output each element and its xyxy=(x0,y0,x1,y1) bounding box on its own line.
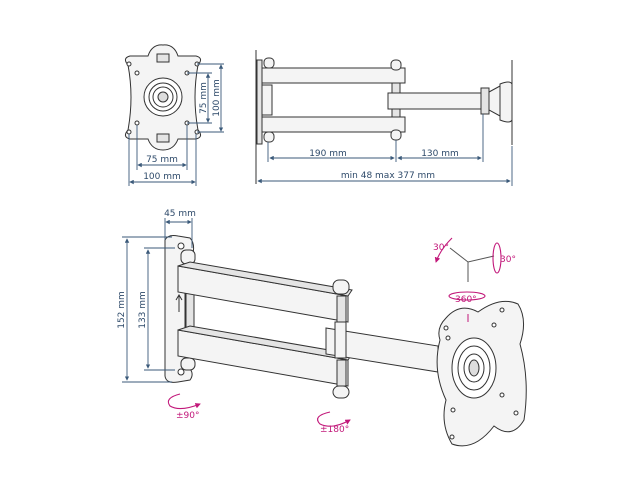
perspective-dimensions: 45 mm 152 mm 133 mm xyxy=(117,209,196,383)
dim-152: 152 mm xyxy=(117,291,127,329)
dim-45: 45 mm xyxy=(164,209,196,219)
rotate-180-icon xyxy=(317,411,351,427)
tilt-left-icon xyxy=(434,237,453,263)
dim-133: 133 mm xyxy=(138,291,148,329)
swivel-label: 360° xyxy=(455,295,477,305)
dim-100-vertical: 100 mm xyxy=(212,79,222,117)
dim-total: min 48 max 377 mm xyxy=(341,171,435,181)
swivel-icon xyxy=(448,291,486,301)
rotate-90-icon xyxy=(167,393,201,410)
dim-75-vertical: 75 mm xyxy=(199,82,209,114)
dim-190: 190 mm xyxy=(309,149,347,159)
dim-75-horizontal: 75 mm xyxy=(146,155,178,165)
tilt-right-icon xyxy=(492,242,502,274)
dim-100-horizontal: 100 mm xyxy=(143,172,181,182)
rot-wall-label: ±90° xyxy=(176,411,200,421)
vesa-dimensions: 75 mm 100 mm 75 mm 100 mm xyxy=(128,63,224,186)
rotation-indicators: ±90° ±180° 30° 30° 360° xyxy=(167,237,516,435)
side-dimensions: 190 mm 130 mm min 48 max 377 mm xyxy=(257,114,513,186)
dim-130: 130 mm xyxy=(421,149,459,159)
tilt-left-label: 30° xyxy=(433,243,449,253)
vesa-plate-front-view xyxy=(124,44,202,151)
tilt-right-label: 30° xyxy=(500,255,516,265)
rot-arm-label: ±180° xyxy=(320,425,349,435)
side-view xyxy=(255,50,513,184)
perspective-view xyxy=(164,235,527,447)
